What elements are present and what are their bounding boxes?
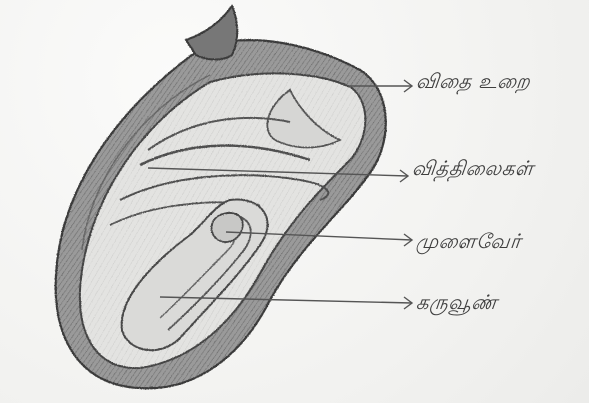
- radicle-label: முளைவேர்: [415, 229, 523, 256]
- embryo-label: கருவூண்: [415, 290, 499, 317]
- seed-coat-label: விதை உறை: [415, 69, 532, 96]
- radicle-shape: [211, 213, 242, 242]
- seed-stalk: [186, 6, 237, 60]
- cotyledons-label: வித்திலைகள்: [411, 156, 535, 183]
